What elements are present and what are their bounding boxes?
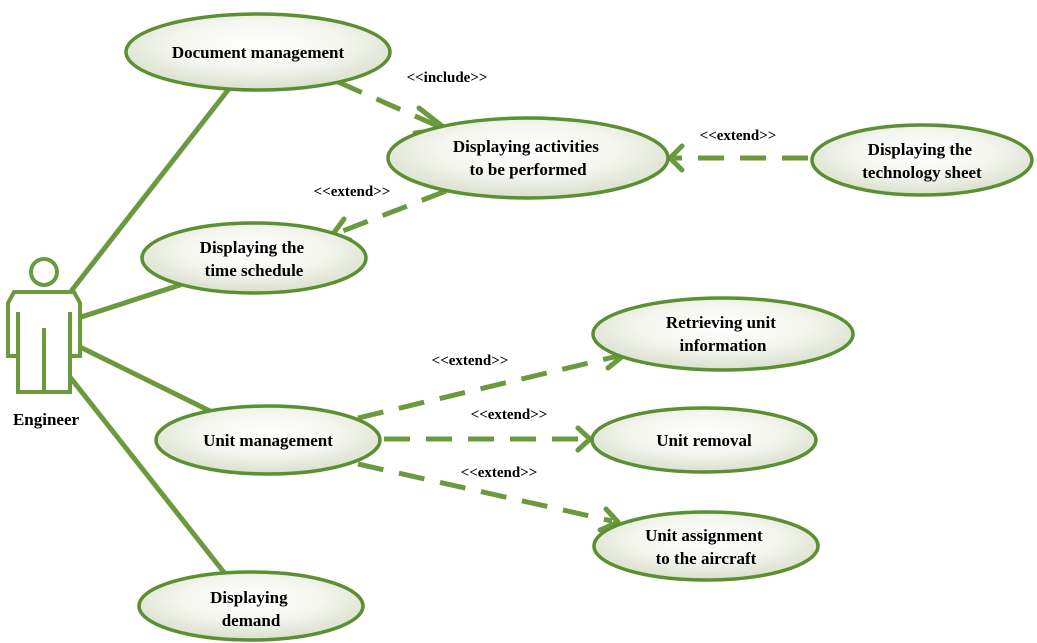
use-case-label-line: Displaying the (200, 238, 305, 257)
use-case-label-line: Retrieving unit (666, 313, 776, 332)
use-case-label: Document management (172, 43, 345, 62)
extend-unit-to-retrieve (357, 353, 619, 421)
label-extend-unit-removal: <<extend>> (471, 407, 548, 423)
extend-techsheet-arrowhead (667, 143, 685, 173)
actor-head (29, 257, 59, 287)
use-case-ellipse (137, 570, 365, 642)
use-case-retrieving-unit-information: Retrieving unit information (591, 296, 855, 372)
extend-assign-arrowhead (597, 506, 621, 533)
use-case-label-line: Unit removal (656, 431, 752, 450)
use-case-label-line: Document management (172, 43, 345, 62)
use-case-label: Retrieving unit information (666, 313, 780, 355)
use-case-ellipse (124, 12, 392, 92)
extend-removal-arrowhead (575, 425, 593, 453)
use-case-displaying-activities: Displaying activities to be performed (386, 116, 670, 200)
use-case-document-management: Document management (124, 12, 392, 92)
use-case-label: Unit assignment to the aircraft (645, 526, 767, 568)
associations (63, 87, 233, 583)
use-case-technology-sheet: Displaying the technology sheet (810, 123, 1034, 197)
label-extend-tech-activities: <<extend>> (700, 128, 777, 144)
use-case-label-line: time schedule (205, 261, 304, 280)
dependencies (330, 79, 808, 533)
use-case-ellipse (591, 296, 855, 372)
use-case-label: Displaying the time schedule (200, 238, 309, 280)
assoc-unit-management (75, 343, 215, 415)
use-case-label-line: technology sheet (862, 163, 982, 182)
label-extend-activities-schedule: <<extend>> (314, 184, 391, 200)
use-case-unit-assignment: Unit assignment to the aircraft (592, 510, 820, 582)
use-case-label-line: Displaying (210, 588, 288, 607)
use-case-label-line: to the aircraft (656, 549, 757, 568)
actor-label: Engineer (13, 410, 80, 429)
use-case-label: Displaying demand (210, 588, 292, 630)
use-case-ellipse (386, 116, 670, 200)
extend-unit-to-assign (357, 461, 613, 524)
assoc-document-management (69, 87, 231, 293)
use-case-label-line: Displaying activities (453, 137, 599, 156)
use-case-ellipse (154, 404, 382, 476)
relation-labels: <<include>> <<extend>> <<extend>> <<exte… (314, 70, 777, 481)
use-case-label-line: information (680, 336, 767, 355)
use-case-displaying-demand: Displaying demand (137, 570, 365, 642)
extend-activities-to-schedule (339, 188, 447, 235)
label-extend-unit-assign: <<extend>> (461, 465, 538, 481)
use-case-ellipse (590, 406, 818, 474)
use-case-time-schedule: Displaying the time schedule (140, 221, 368, 295)
assoc-time-schedule (75, 282, 183, 321)
label-include-doc-activities: <<include>> (407, 70, 488, 86)
use-case-ellipse (140, 221, 368, 295)
use-case-ellipse (810, 123, 1034, 197)
use-case-label-line: demand (222, 611, 281, 630)
actor-icon (6, 257, 82, 394)
use-case-label: Displaying activities to be performed (453, 137, 603, 179)
use-case-label: Unit removal (656, 431, 752, 450)
use-case-label-line: Displaying the (868, 140, 973, 159)
label-extend-unit-retrieve: <<extend>> (432, 353, 509, 369)
assoc-displaying-demand (63, 369, 233, 583)
use-case-ellipse (592, 510, 820, 582)
use-case-label-line: to be performed (469, 160, 587, 179)
actor-engineer: Engineer (6, 257, 82, 429)
use-case-label: Displaying the technology sheet (862, 140, 982, 182)
use-case-unit-management: Unit management (154, 404, 382, 476)
use-case-unit-removal: Unit removal (590, 406, 818, 474)
use-case-label-line: Unit management (203, 431, 333, 450)
include-doc-to-activities (336, 79, 442, 130)
use-case-label-line: Unit assignment (645, 526, 763, 545)
use-case-label: Unit management (203, 431, 333, 450)
